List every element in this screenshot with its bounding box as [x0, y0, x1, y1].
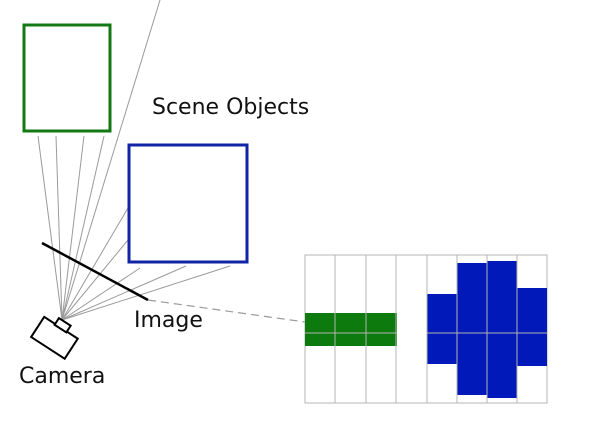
scene-objects-label: Scene Objects [152, 95, 309, 120]
view-ray [61, 265, 231, 321]
view-ray [61, 267, 141, 321]
view-ray [61, 135, 105, 321]
image-plane [41, 241, 149, 302]
view-ray [61, 135, 85, 321]
blue-pixel-column [487, 261, 517, 398]
view-ray [61, 0, 161, 321]
image-grid [304, 254, 548, 404]
blue-pixel-column [427, 294, 457, 364]
view-rays [37, 0, 231, 321]
camera-icon [29, 315, 80, 361]
view-ray [61, 207, 129, 321]
blue-pixel-column [457, 263, 487, 395]
blue-scene-object [127, 143, 249, 264]
camera-label: Camera [19, 364, 105, 389]
projection-line [147, 299, 306, 323]
view-ray [61, 265, 187, 321]
green-scene-object [22, 23, 112, 133]
view-ray [61, 239, 129, 321]
blue-pixel-column [517, 288, 547, 366]
view-ray [37, 135, 63, 321]
image-label: Image [134, 308, 203, 333]
view-ray [55, 135, 63, 321]
green-pixel-bar [305, 313, 397, 346]
